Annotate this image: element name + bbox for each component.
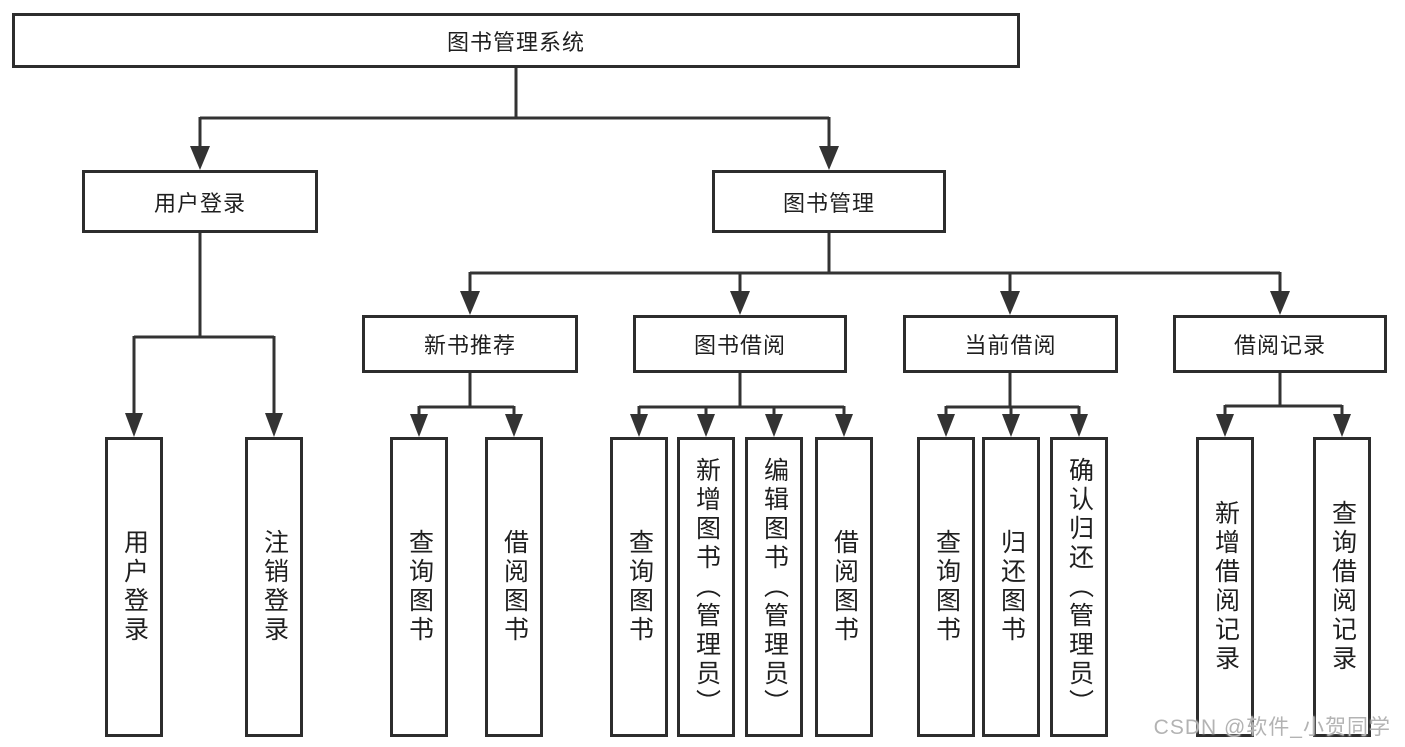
leaf-user-login: 用户登录	[105, 437, 163, 737]
node-label: 编辑图书（管理员）	[760, 456, 789, 718]
node-label: 图书借阅	[693, 333, 786, 358]
connector-root-to-level2	[198, 68, 831, 150]
arrowheads-new-book-children	[410, 414, 523, 437]
node-label: 新书推荐	[423, 333, 516, 358]
leaf-add-borrow-record: 新增借阅记录	[1196, 437, 1254, 737]
node-label: 查询借阅记录	[1328, 500, 1357, 674]
node-user-login: 用户登录	[82, 170, 318, 233]
connector-book-management-children	[468, 233, 1282, 295]
connector-borrow-records-children	[1223, 372, 1344, 419]
node-borrowing-records: 借阅记录	[1173, 315, 1387, 373]
node-label: 借阅记录	[1233, 333, 1326, 358]
arrowheads-book-borrowing-children	[630, 414, 853, 437]
node-label: 借阅图书	[500, 529, 529, 645]
leaf-query-borrow-record: 查询借阅记录	[1313, 437, 1371, 737]
leaf-add-book-admin: 新增图书（管理员）	[677, 437, 735, 737]
node-current-borrowing: 当前借阅	[903, 315, 1118, 373]
node-label: 借阅图书	[830, 529, 859, 645]
node-label: 新增图书（管理员）	[692, 456, 721, 718]
node-book-borrowing: 图书借阅	[633, 315, 847, 373]
leaf-return-books: 归还图书	[982, 437, 1040, 737]
node-label: 查询图书	[932, 529, 961, 645]
connector-current-borrowing-children	[944, 372, 1081, 419]
node-label: 新增借阅记录	[1211, 500, 1240, 674]
arrowheads-level2	[190, 146, 839, 170]
arrowheads-user-login-children	[125, 413, 283, 437]
node-label: 图书管理系统	[446, 29, 585, 55]
arrowheads-level3	[460, 291, 1290, 315]
connector-new-book-children	[417, 372, 516, 419]
leaf-query-books-borrowing: 查询图书	[610, 437, 668, 737]
node-label: 归还图书	[997, 529, 1026, 645]
connector-book-borrowing-children	[637, 372, 846, 419]
node-label: 查询图书	[625, 529, 654, 645]
node-library-management-system: 图书管理系统	[12, 13, 1020, 68]
leaf-borrow-books-recommend: 借阅图书	[485, 437, 543, 737]
node-book-management: 图书管理	[712, 170, 946, 233]
leaf-query-books-current: 查询图书	[917, 437, 975, 737]
arrowheads-borrow-records-children	[1216, 414, 1351, 437]
node-label: 注销登录	[260, 529, 289, 645]
csdn-watermark: CSDN @软件_小贺同学	[1153, 716, 1391, 739]
node-label: 用户登录	[120, 529, 149, 645]
node-label: 图书管理	[782, 190, 875, 216]
node-label: 确认归还（管理员）	[1065, 456, 1094, 718]
leaf-edit-book-admin: 编辑图书（管理员）	[745, 437, 803, 737]
node-label: 当前借阅	[964, 333, 1057, 358]
leaf-borrow-books-borrowing: 借阅图书	[815, 437, 873, 737]
arrowheads-current-borrowing-children	[937, 414, 1088, 437]
node-label: 用户登录	[153, 190, 246, 216]
node-label: 查询图书	[405, 529, 434, 645]
leaf-logout: 注销登录	[245, 437, 303, 737]
leaf-confirm-return-admin: 确认归还（管理员）	[1050, 437, 1108, 737]
connector-user-login-children	[132, 233, 276, 418]
node-new-book-recommendation: 新书推荐	[362, 315, 578, 373]
leaf-query-books-recommend: 查询图书	[390, 437, 448, 737]
